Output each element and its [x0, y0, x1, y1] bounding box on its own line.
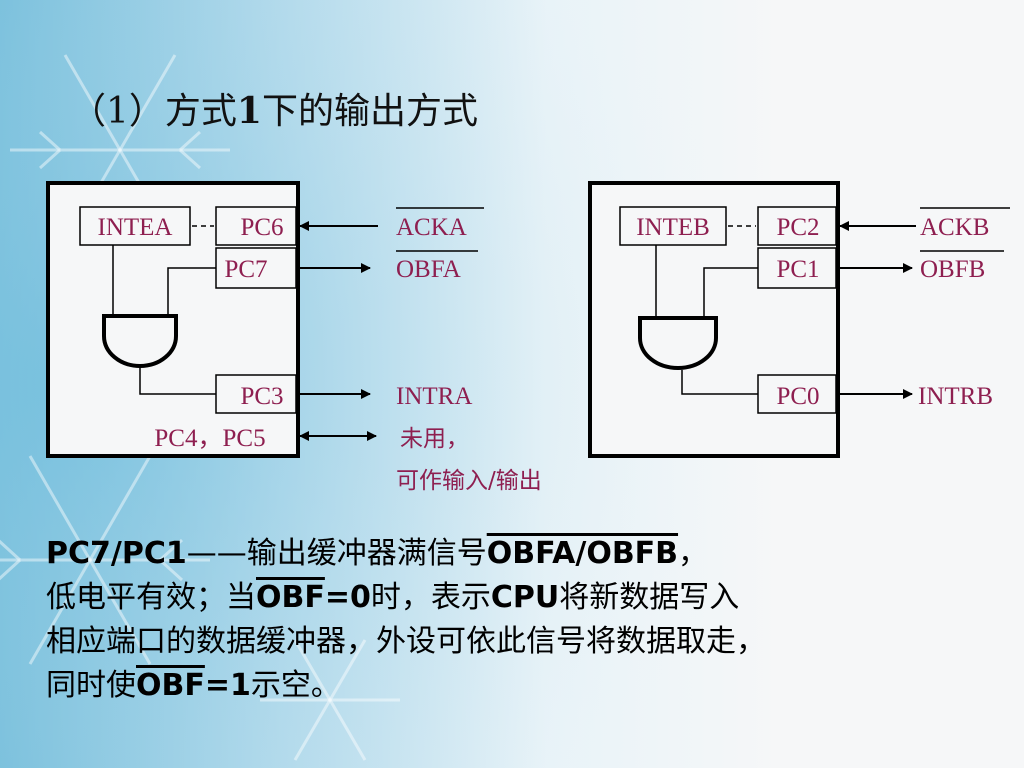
description-line-2: 低电平有效；当OBF=0时，表示CPU将新数据写入	[46, 580, 740, 615]
intea-label: INTEA	[98, 214, 173, 241]
acka-label: ACKA	[396, 214, 467, 241]
and-gate-a-icon	[102, 314, 178, 368]
pc2-box	[757, 206, 837, 246]
port-a-block: INTEA PC6 PC7 PC3 PC4，PC5 ACKA OBFA INTR…	[46, 181, 542, 494]
pc2-label: PC2	[776, 214, 819, 241]
pc6-box	[215, 206, 297, 246]
intra-label: INTRA	[396, 383, 472, 410]
ackb-label: ACKB	[920, 214, 989, 241]
inteb-label: INTEB	[636, 214, 710, 241]
pc6-label: PC6	[240, 214, 283, 241]
pc7-label: PC7	[224, 256, 267, 283]
inteb-box	[619, 206, 727, 246]
port-a-frame	[46, 181, 300, 458]
port-b-block: INTEB PC2 PC1 PC0 ACKB OBFB INTRB	[588, 181, 1010, 458]
description-line-3: 相应端口的数据缓冲器，外设可依此信号将数据取走，	[46, 624, 766, 659]
pc1-label: PC1	[776, 256, 819, 283]
pc0-label: PC0	[776, 383, 819, 410]
description-line-1: PC7/PC1——输出缓冲器满信号OBFA/OBFB，	[46, 536, 709, 571]
and-gate-b-icon	[638, 316, 718, 370]
slide-title: （1）方式1下的输出方式	[70, 90, 478, 132]
intea-box	[79, 206, 191, 246]
pc4-pc5-label: PC4，PC5	[154, 425, 265, 452]
obfa-label: OBFA	[396, 256, 461, 283]
obfb-label: OBFB	[920, 256, 985, 283]
pc3-label: PC3	[240, 383, 283, 410]
unused-label: 未用，	[400, 426, 469, 452]
intrb-label: INTRB	[918, 383, 993, 410]
description-line-4: 同时使OBF=1示空。	[46, 668, 341, 703]
description-paragraph: PC7/PC1——输出缓冲器满信号OBFA/OBFB， 低电平有效；当OBF=0…	[46, 532, 1006, 708]
io-usage-label: 可作输入/输出	[396, 468, 542, 494]
